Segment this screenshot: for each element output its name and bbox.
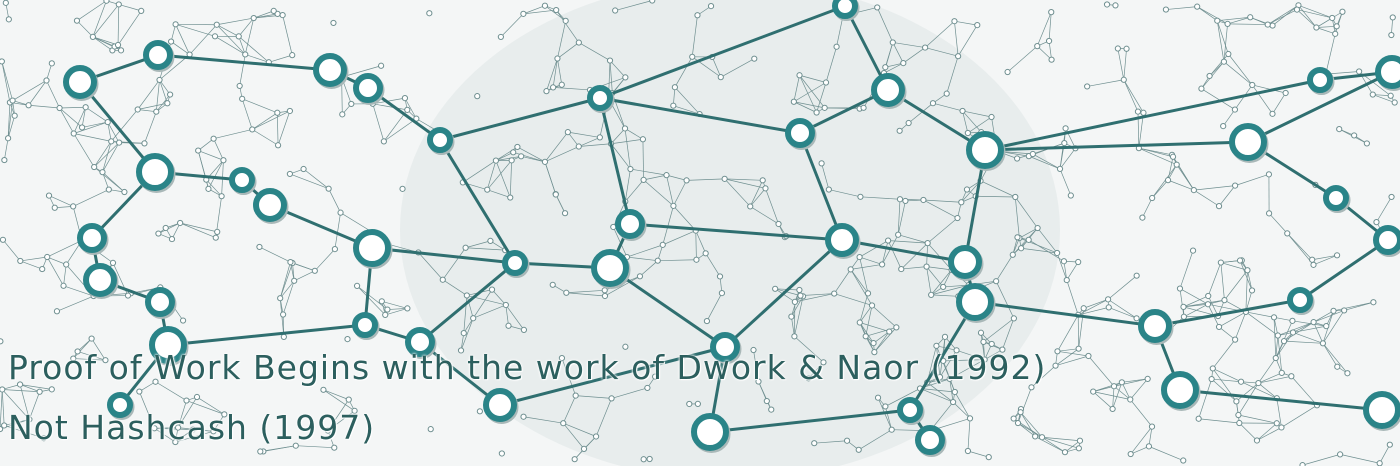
main-nodes [63,0,1400,457]
network-node [353,229,391,267]
network-node [1373,225,1400,255]
network-node [1323,185,1349,211]
network-node [502,250,528,276]
network-node [1287,287,1313,313]
network-node [710,332,740,362]
network-node [1307,67,1333,93]
network-node [352,312,378,338]
network-node [107,392,133,418]
main-edges [78,4,1394,442]
network-node [143,40,173,70]
network-node [313,53,347,87]
network-node [483,388,517,422]
network-node [77,223,107,253]
network-node [587,85,613,111]
network-node [832,0,858,19]
network-node [1138,309,1172,343]
caption-line-2: Not Hashcash (1997) [8,408,376,447]
network-node [1363,391,1400,429]
network-node [1161,371,1199,409]
network-node [915,425,945,455]
network-node [229,167,255,193]
network-node [63,65,97,99]
network-node [871,73,905,107]
network-node [897,397,923,423]
network-node [149,326,187,364]
network-node [353,73,383,103]
network-node [136,153,174,191]
network-node [1375,55,1400,89]
network-node [825,223,859,257]
caption-line-1: Proof of Work Begins with the work of Dw… [8,348,1047,387]
network-node [83,263,117,297]
network-node [145,287,175,317]
network-node [405,327,435,357]
network-node [1229,123,1267,161]
network-node [948,245,982,279]
network-node [691,413,729,451]
network-node [427,127,453,153]
network-node [615,209,645,239]
network-node [966,131,1004,169]
network-node [591,249,629,287]
network-node [956,283,994,321]
network-node [253,188,287,222]
network-node [785,118,815,148]
